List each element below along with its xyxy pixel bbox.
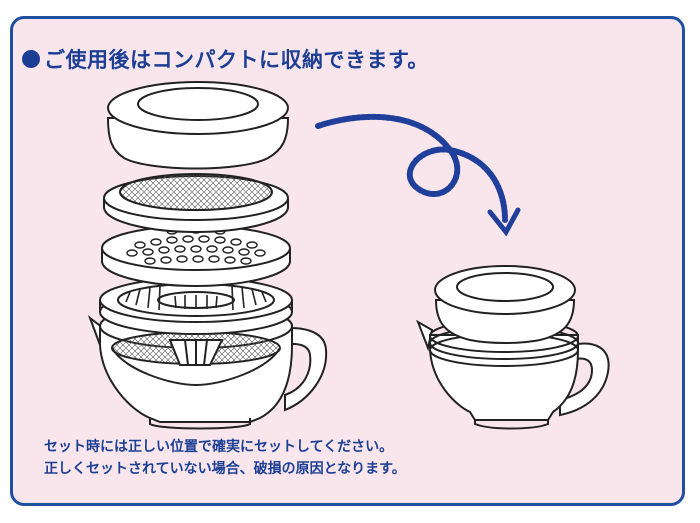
juicer-ring: [99, 277, 293, 335]
heading-text: ご使用後はコンパクトに収納できます。: [44, 48, 429, 72]
lid: [106, 81, 290, 170]
setup-note-line-1: セット時には正しい位置で確実にセットしてください。: [44, 439, 394, 455]
exploded-set-illustration: [87, 81, 328, 430]
curly-arrow-icon: [315, 113, 521, 237]
stored-set-illustration: [416, 265, 610, 430]
setup-note-line-2: 正しくセットされていない場合、破損の原因となります。: [44, 461, 406, 477]
mesh-strainer: [103, 173, 289, 234]
bullet-icon: [22, 50, 40, 68]
perforated-plate: [101, 225, 291, 288]
heading: ご使用後はコンパクトに収納できます。: [22, 44, 429, 74]
pitcher-base: [87, 303, 328, 430]
